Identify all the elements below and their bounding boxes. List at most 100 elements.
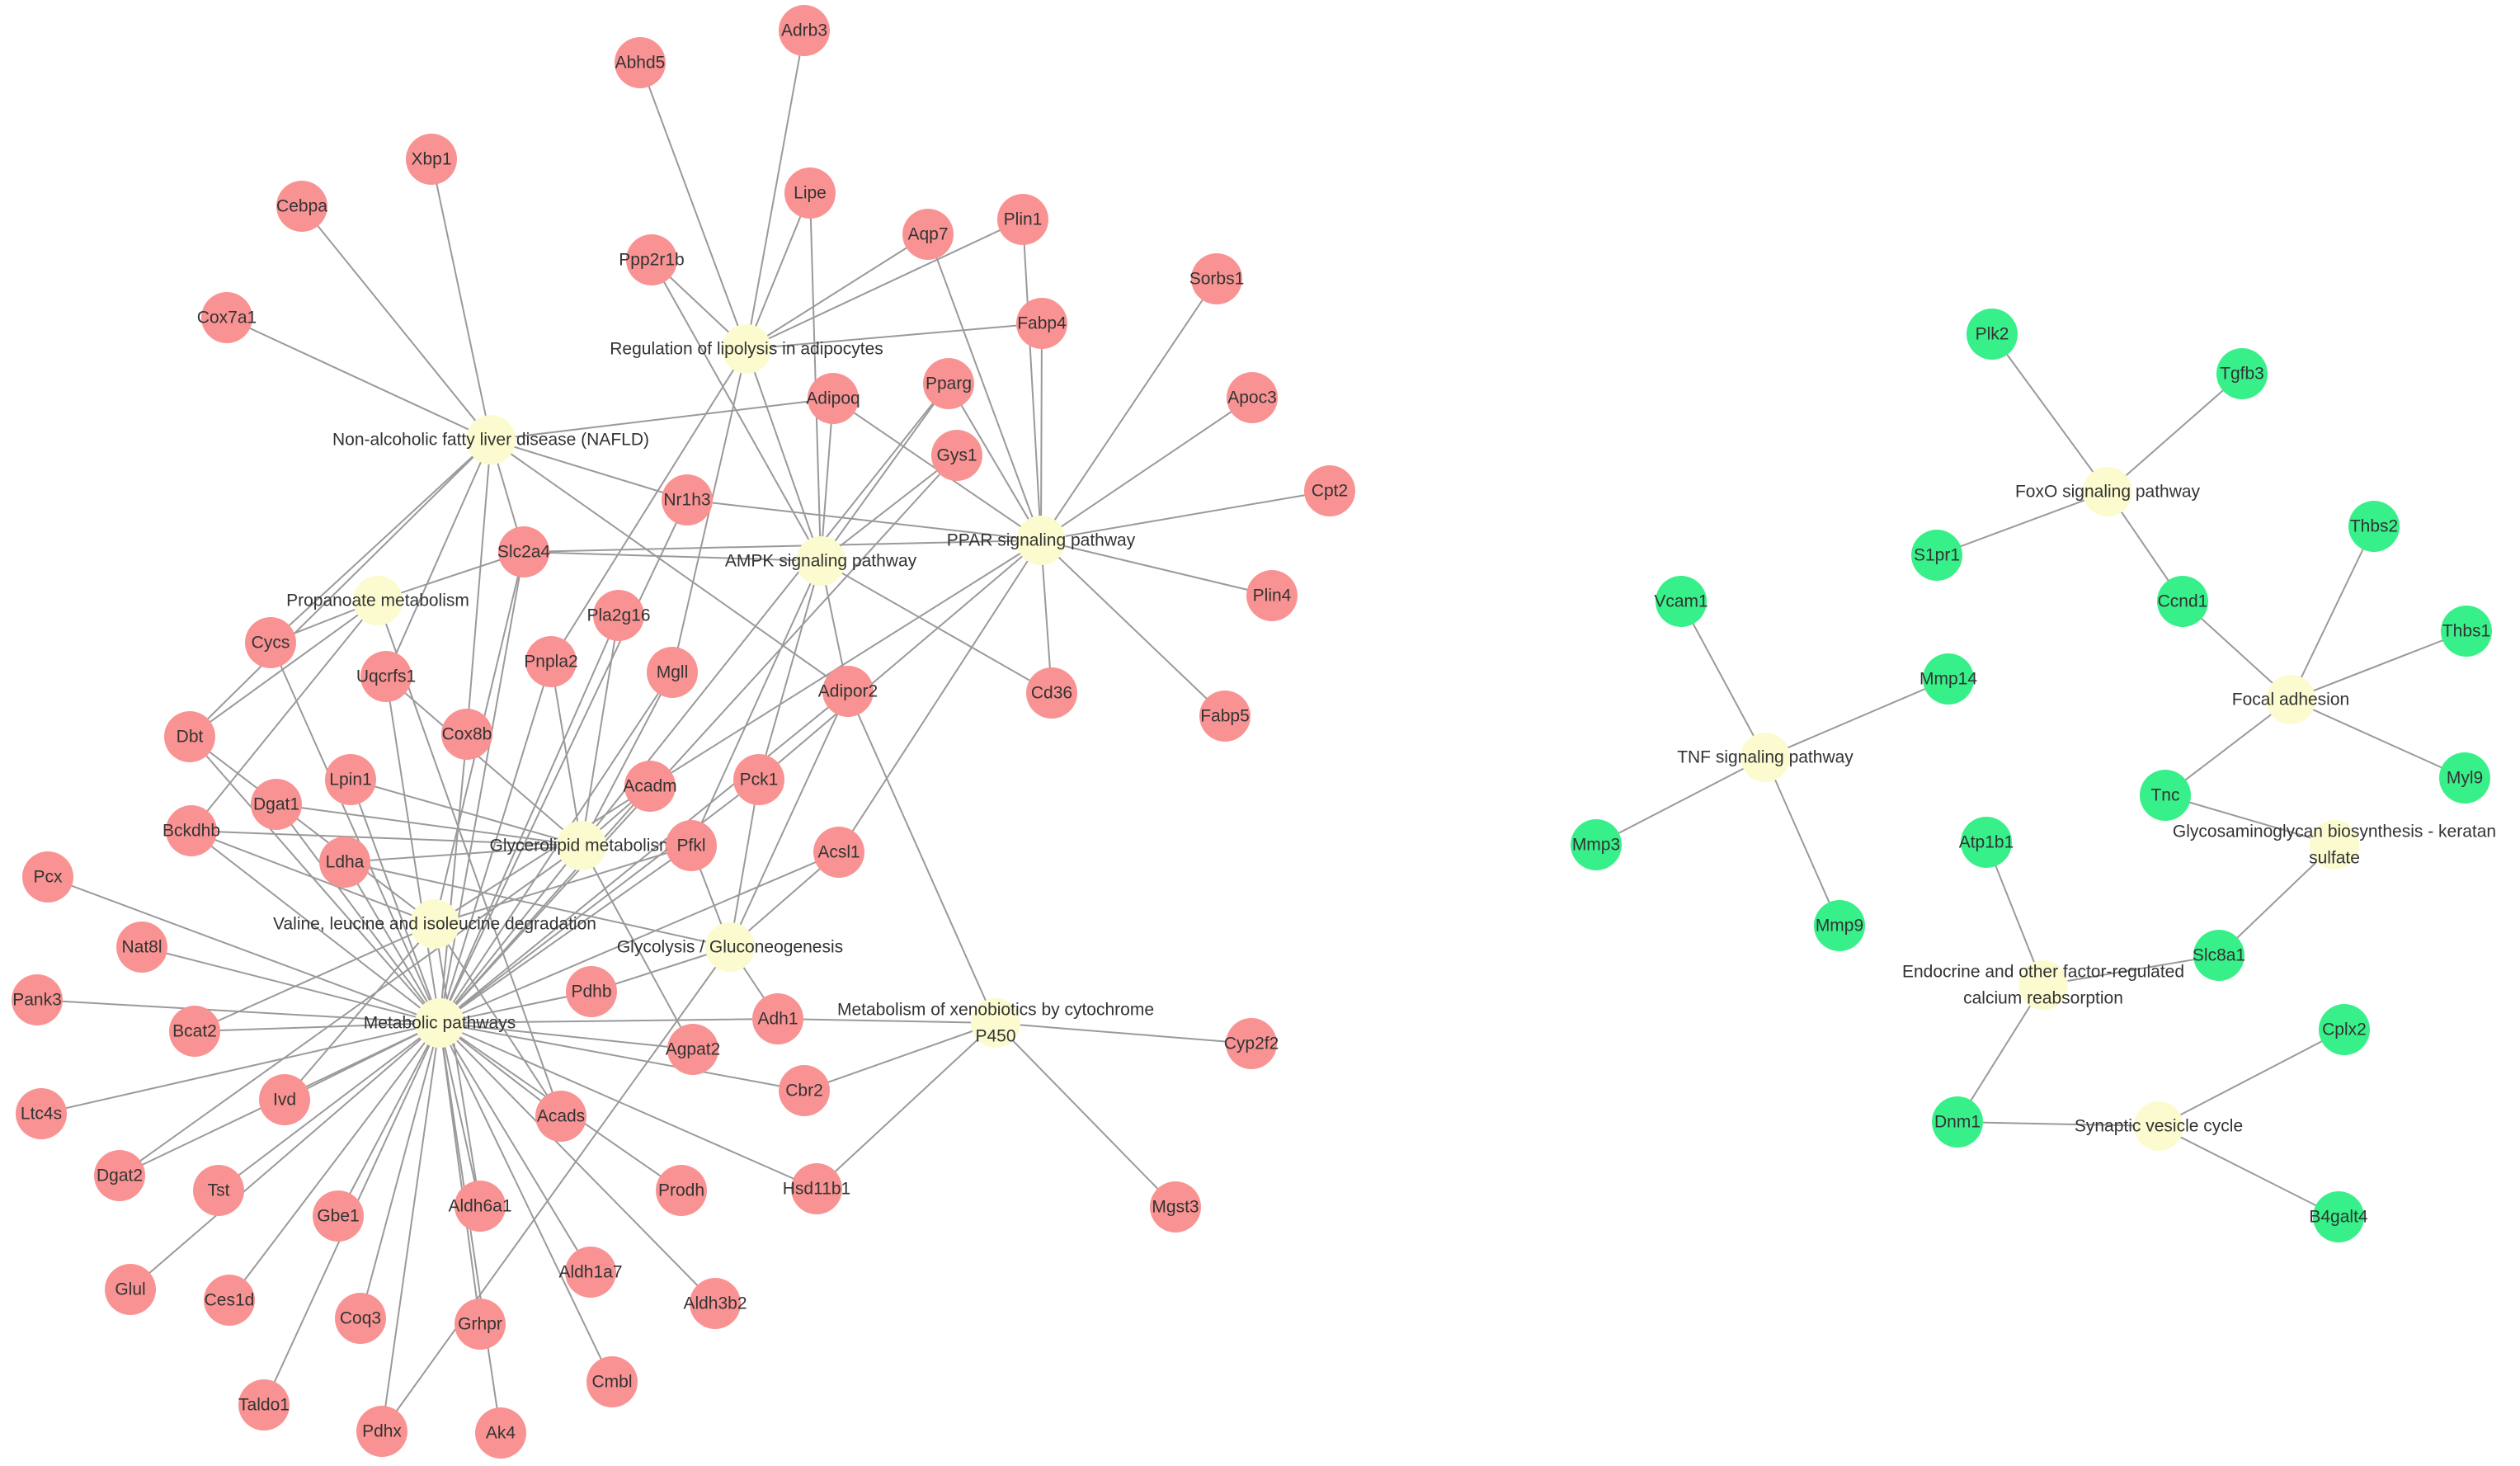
gene-node-Ldha[interactable]: Ldha [319, 837, 370, 888]
gene-node-circle[interactable] [784, 167, 836, 219]
pathway-node-circle[interactable] [722, 324, 771, 374]
gene-node-Bcat2[interactable]: Bcat2 [169, 1006, 220, 1057]
gene-node-Slc8a1[interactable]: Slc8a1 [2193, 930, 2245, 981]
gene-node-circle[interactable] [2193, 930, 2244, 981]
gene-node-Gys1[interactable]: Gys1 [931, 430, 982, 481]
gene-node-Thbs1[interactable]: Thbs1 [2441, 606, 2492, 657]
gene-node-Aqp7[interactable]: Aqp7 [902, 209, 954, 260]
gene-node-Ltc4s[interactable]: Ltc4s [16, 1088, 67, 1139]
gene-node-circle[interactable] [360, 651, 412, 702]
gene-node-circle[interactable] [1026, 667, 1077, 719]
gene-node-circle[interactable] [902, 209, 954, 260]
pathway-node-circle[interactable] [415, 998, 464, 1048]
gene-node-circle[interactable] [733, 754, 784, 805]
gene-node-circle[interactable] [2441, 606, 2492, 657]
gene-node-Tnc[interactable]: Tnc [2140, 770, 2191, 821]
gene-node-circle[interactable] [2319, 1004, 2370, 1055]
gene-node-Cbr2[interactable]: Cbr2 [779, 1065, 830, 1116]
gene-node-Agpat2[interactable]: Agpat2 [666, 1024, 721, 1075]
pathway-node-nafld[interactable]: Non-alcoholic fatty liver disease (NAFLD… [332, 415, 649, 464]
gene-node-circle[interactable] [251, 779, 302, 830]
gene-node-Prodh[interactable]: Prodh [656, 1165, 707, 1216]
gene-node-Gbe1[interactable]: Gbe1 [313, 1190, 364, 1242]
gene-node-circle[interactable] [626, 234, 677, 285]
gene-node-Apoc3[interactable]: Apoc3 [1227, 372, 1278, 423]
gene-node-Acads[interactable]: Acads [535, 1091, 586, 1142]
gene-node-Pdhb[interactable]: Pdhb [566, 966, 617, 1017]
gene-node-circle[interactable] [647, 647, 698, 698]
gene-node-circle[interactable] [164, 711, 215, 762]
gene-node-Plk2[interactable]: Plk2 [1967, 309, 2018, 360]
gene-node-circle[interactable] [997, 194, 1048, 245]
pathway-node-glycerolipid[interactable]: Glycerolipid metabolism [490, 821, 674, 870]
gene-node-circle[interactable] [475, 1407, 526, 1459]
pathway-node-circle[interactable] [1740, 733, 1790, 782]
pathway-node-metabolic[interactable]: Metabolic pathways [364, 998, 516, 1048]
gene-node-circle[interactable] [1961, 817, 2012, 868]
gene-node-circle[interactable] [16, 1088, 67, 1139]
gene-node-Vcam1[interactable]: Vcam1 [1654, 576, 1708, 627]
gene-node-Fabp5[interactable]: Fabp5 [1199, 691, 1251, 742]
gene-node-Cd36[interactable]: Cd36 [1026, 667, 1077, 719]
pathway-node-circle[interactable] [971, 998, 1020, 1048]
pathway-node-ppar[interactable]: PPAR signaling pathway [947, 516, 1136, 565]
pathway-node-glycolysis[interactable]: Glycolysis / Gluconeogenesis [617, 922, 843, 972]
gene-node-circle[interactable] [690, 1278, 741, 1329]
gene-node-circle[interactable] [204, 1275, 255, 1326]
gene-node-circle[interactable] [1656, 576, 1707, 627]
gene-node-circle[interactable] [201, 292, 252, 343]
gene-node-Dnm1[interactable]: Dnm1 [1932, 1096, 1983, 1148]
gene-node-Pfkl[interactable]: Pfkl [666, 820, 717, 871]
pathway-node-circle[interactable] [410, 899, 459, 949]
pathway-node-circle[interactable] [1016, 516, 1066, 565]
pathway-node-focal[interactable]: Focal adhesion [2232, 675, 2349, 724]
gene-node-Ccnd1[interactable]: Ccnd1 [2157, 576, 2208, 627]
pathway-node-circle[interactable] [705, 922, 755, 972]
pathway-node-propanoate[interactable]: Propanoate metabolism [286, 576, 469, 625]
gene-node-Abhd5[interactable]: Abhd5 [615, 37, 666, 88]
gene-node-circle[interactable] [1016, 298, 1067, 349]
gene-node-circle[interactable] [565, 1247, 616, 1298]
gene-node-circle[interactable] [666, 820, 717, 871]
gene-node-circle[interactable] [245, 617, 296, 668]
gene-node-Cyp2f2[interactable]: Cyp2f2 [1224, 1018, 1279, 1069]
gene-node-circle[interactable] [1967, 309, 2018, 360]
gene-node-circle[interactable] [441, 709, 492, 760]
gene-node-circle[interactable] [752, 993, 803, 1044]
gene-node-Mmp9[interactable]: Mmp9 [1814, 900, 1865, 951]
gene-node-Myl9[interactable]: Myl9 [2439, 752, 2490, 804]
gene-node-Adipor2[interactable]: Adipor2 [818, 666, 878, 717]
gene-node-Ak4[interactable]: Ak4 [475, 1407, 526, 1459]
gene-node-Pdhx[interactable]: Pdhx [356, 1406, 407, 1457]
gene-node-Mgll[interactable]: Mgll [647, 647, 698, 698]
pathway-node-circle[interactable] [2266, 675, 2315, 724]
gene-node-circle[interactable] [931, 430, 982, 481]
gene-node-circle[interactable] [22, 851, 73, 903]
gene-node-Adh1[interactable]: Adh1 [752, 993, 803, 1044]
gene-node-circle[interactable] [813, 827, 864, 878]
gene-node-Acadm[interactable]: Acadm [623, 761, 677, 812]
gene-node-circle[interactable] [1304, 465, 1355, 516]
gene-node-Ppp2r1b[interactable]: Ppp2r1b [619, 234, 685, 285]
gene-node-circle[interactable] [1814, 900, 1865, 951]
gene-node-Plin1[interactable]: Plin1 [997, 194, 1048, 245]
gene-node-circle[interactable] [238, 1379, 290, 1431]
gene-node-Pnpla2[interactable]: Pnpla2 [524, 636, 578, 687]
gene-node-Nr1h3[interactable]: Nr1h3 [662, 474, 713, 526]
gene-node-circle[interactable] [455, 1181, 506, 1232]
gene-node-circle[interactable] [12, 974, 63, 1025]
gene-node-Fabp4[interactable]: Fabp4 [1016, 298, 1067, 349]
gene-node-Cox7a1[interactable]: Cox7a1 [197, 292, 257, 343]
gene-node-circle[interactable] [656, 1165, 707, 1216]
gene-node-circle[interactable] [593, 590, 644, 641]
gene-node-circle[interactable] [335, 1293, 386, 1344]
gene-node-circle[interactable] [779, 5, 830, 56]
gene-node-Xbp1[interactable]: Xbp1 [406, 134, 457, 185]
gene-node-Adipoq[interactable]: Adipoq [806, 373, 860, 424]
gene-node-circle[interactable] [923, 358, 974, 409]
pathway-node-xenobiotics[interactable]: Metabolism of xenobiotics by cytochromeP… [837, 998, 1154, 1048]
gene-node-Cebpa[interactable]: Cebpa [276, 181, 327, 232]
gene-node-Tgfb3[interactable]: Tgfb3 [2216, 348, 2268, 399]
pathway-node-circle[interactable] [2134, 1101, 2183, 1151]
gene-node-Pank3[interactable]: Pank3 [12, 974, 63, 1025]
